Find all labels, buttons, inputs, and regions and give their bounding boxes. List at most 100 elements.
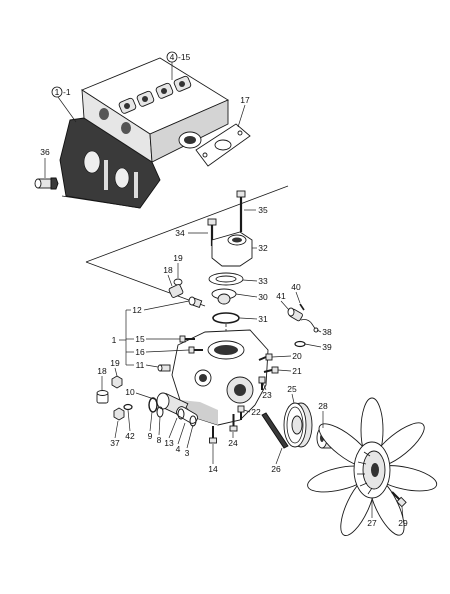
fan-hub-bore	[371, 463, 379, 477]
leader-line	[145, 364, 159, 368]
bolt-head	[236, 190, 246, 198]
leader-line	[158, 416, 161, 436]
cap-18	[96, 390, 109, 404]
ref-suffix: -15	[178, 52, 191, 62]
callout-9: 9	[148, 431, 153, 441]
part-callouts: 17 36 35 34 32 19 18 33 30 41 40 12 31 3…	[40, 95, 408, 528]
leader-line	[57, 96, 77, 123]
v-belt-26	[261, 412, 289, 449]
port-hole	[161, 88, 167, 94]
ref-circle	[51, 86, 63, 98]
fan-hub-rib	[363, 451, 371, 457]
gasket-bolt-hole	[202, 152, 208, 158]
water-outlet-32	[211, 231, 253, 267]
leader-line	[262, 382, 267, 391]
sensor-19-18-upper	[168, 278, 184, 298]
callout-12: 12	[132, 305, 142, 315]
gasket-hole	[215, 275, 237, 283]
callout-19-upper: 19	[173, 253, 183, 263]
cap-end	[96, 390, 109, 396]
wire-terminal	[313, 327, 319, 333]
callout-31: 31	[258, 314, 268, 324]
head-port	[99, 108, 109, 120]
callout-21: 21	[292, 366, 302, 376]
leader-line	[401, 506, 404, 519]
callout-33: 33	[258, 276, 268, 286]
leader-line	[271, 355, 292, 358]
pump-shading	[180, 400, 218, 425]
callout-18-lower: 18	[97, 366, 107, 376]
bolt-head	[179, 335, 186, 343]
bolt-14	[209, 426, 217, 444]
o-ring-31	[212, 312, 240, 324]
o-ring	[212, 312, 240, 324]
sensor-tip	[173, 278, 183, 286]
callout-24: 24	[228, 438, 238, 448]
pulley-hub	[291, 415, 303, 435]
callout-20: 20	[292, 351, 302, 361]
gasket-17	[195, 123, 251, 167]
callout-40: 40	[291, 282, 301, 292]
block-rib	[134, 172, 138, 198]
callout-27: 27	[367, 518, 377, 528]
callout-11: 11	[136, 360, 145, 370]
hose-body	[175, 406, 199, 424]
bolt-head	[188, 346, 195, 354]
block-opening	[83, 150, 101, 174]
bolt-head	[265, 353, 273, 361]
leader-line	[280, 300, 290, 311]
nut-19	[111, 375, 123, 389]
bolt-24	[229, 414, 238, 432]
leader-line	[167, 274, 173, 287]
fitting-end	[188, 296, 196, 306]
callout-39: 39	[322, 342, 332, 352]
injector-port	[118, 97, 137, 114]
sensor-body	[168, 284, 184, 298]
block-opening	[114, 167, 130, 189]
pulley-groove	[286, 406, 304, 444]
leader-line	[177, 422, 186, 445]
bolt-shaft	[391, 491, 401, 501]
leader-line	[242, 279, 258, 282]
plug-37	[113, 407, 125, 421]
sensor-36	[34, 177, 59, 190]
callout-35: 35	[258, 205, 268, 215]
washer-42	[123, 403, 133, 411]
hex-plug	[113, 407, 125, 421]
callout-34: 34	[175, 228, 185, 238]
leader-line	[149, 411, 153, 432]
exploded-view-line	[85, 185, 289, 263]
callout-19-lower: 19	[110, 358, 120, 368]
callout-18-upper: 18	[163, 265, 173, 275]
callout-37: 37	[110, 438, 120, 448]
exploded-view-line	[85, 261, 206, 307]
side-port-bore	[199, 374, 207, 382]
leader-line	[186, 424, 194, 449]
callout-41: 41	[276, 291, 286, 301]
leader-line	[295, 291, 301, 304]
leader-lines	[44, 62, 404, 519]
callout-26: 26	[271, 464, 281, 474]
bolt-29	[391, 491, 407, 508]
callout-14: 14	[208, 464, 218, 474]
sensor-end	[34, 178, 42, 189]
leader-line	[277, 369, 292, 372]
fitting-12	[188, 296, 203, 309]
callout-15: 15	[135, 334, 145, 344]
cooling-fan-27	[307, 397, 438, 537]
leader-line	[243, 409, 251, 413]
leader-line	[127, 409, 131, 432]
clip-39	[294, 340, 306, 348]
bolt-22	[237, 405, 245, 420]
hex-nut	[111, 375, 123, 389]
wire-38	[300, 319, 319, 333]
pin-shaft	[299, 303, 305, 311]
callout-29: 29	[398, 518, 408, 528]
cylinder-block	[59, 117, 161, 209]
injector-port	[173, 75, 192, 92]
ref-circle	[166, 51, 178, 63]
gasket-center-hole	[214, 139, 232, 151]
washer-ring	[123, 403, 133, 411]
outlet-hose-bore	[232, 237, 242, 243]
